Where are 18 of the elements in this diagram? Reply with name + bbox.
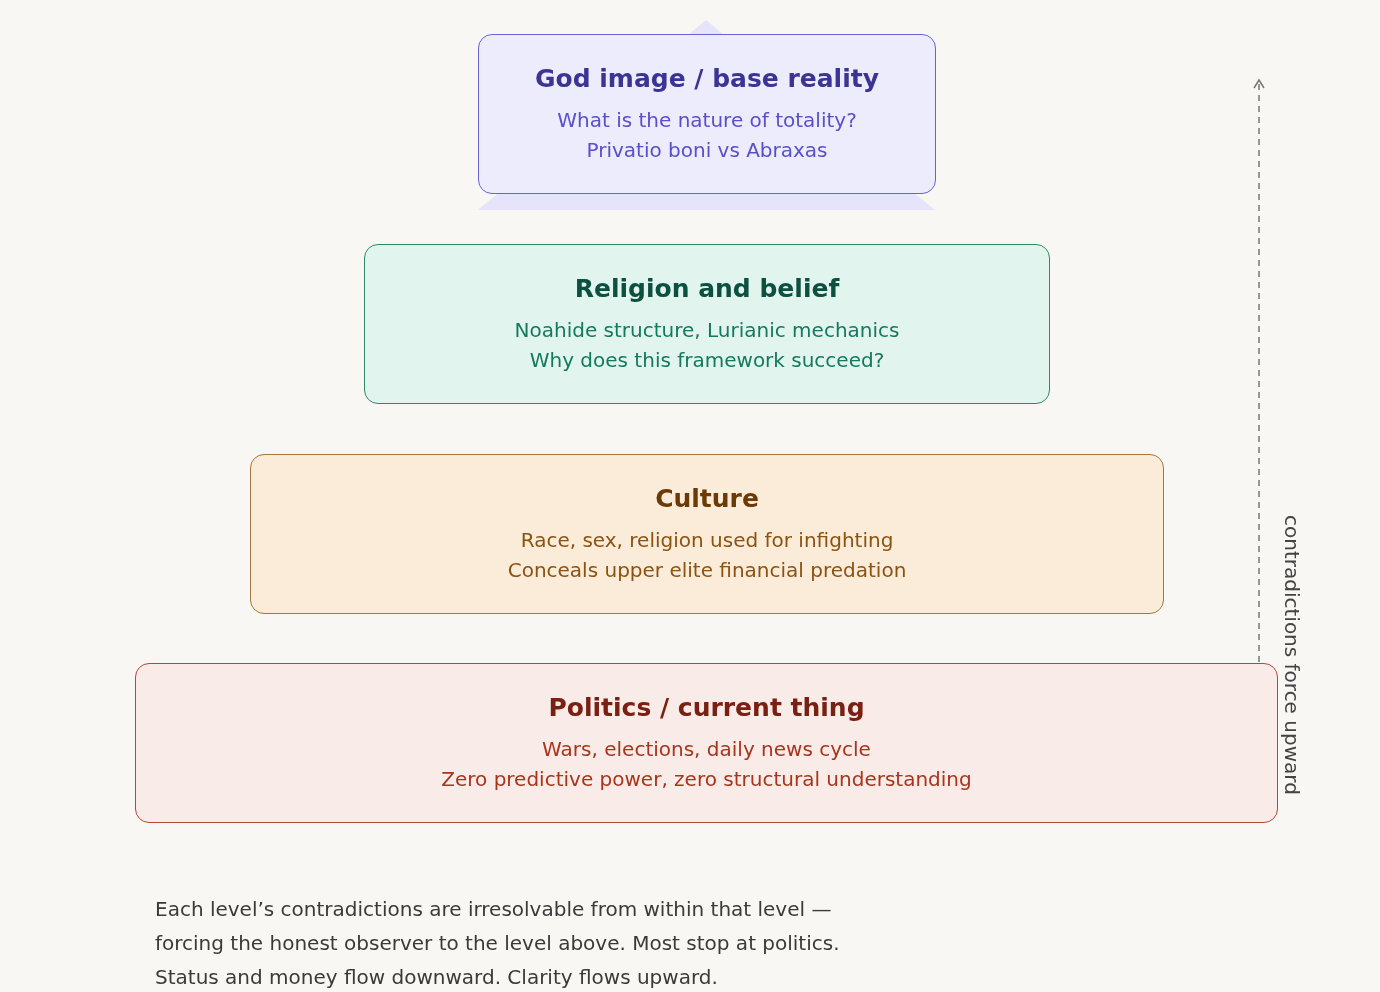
level-description: Race, sex, religion used for infighting — [520, 526, 894, 554]
level-box — [364, 244, 1050, 404]
level-box — [135, 663, 1278, 823]
level-heading: Religion and belief — [574, 273, 840, 303]
caption-text: Each level’s contradictions are irresolvable from within that level — forcing the honest observer to the level above. Most stop at politics. Status and money flow downward. Clarity flows upward. — [155, 896, 841, 991]
level-heading: Politics / current thing — [548, 692, 865, 722]
level-description: Noahide structure, Lurianic mechanics — [514, 316, 900, 344]
level-description: Wars, elections, daily news cycle — [542, 735, 871, 763]
level-description: Why does this framework succeed? — [529, 346, 885, 374]
level-description: Zero predictive power, zero structural understanding — [441, 765, 972, 793]
level-description: Conceals upper elite financial predation — [507, 556, 907, 584]
level-box — [250, 454, 1164, 614]
level-description: Privatio boni vs Abraxas — [586, 136, 828, 164]
level-heading: Culture — [655, 483, 759, 513]
arrow-label: contradictions force upward — [1280, 515, 1304, 795]
level-heading: God image / base reality — [535, 63, 879, 93]
level-description: What is the nature of totality? — [557, 106, 857, 134]
level-box — [478, 34, 936, 194]
